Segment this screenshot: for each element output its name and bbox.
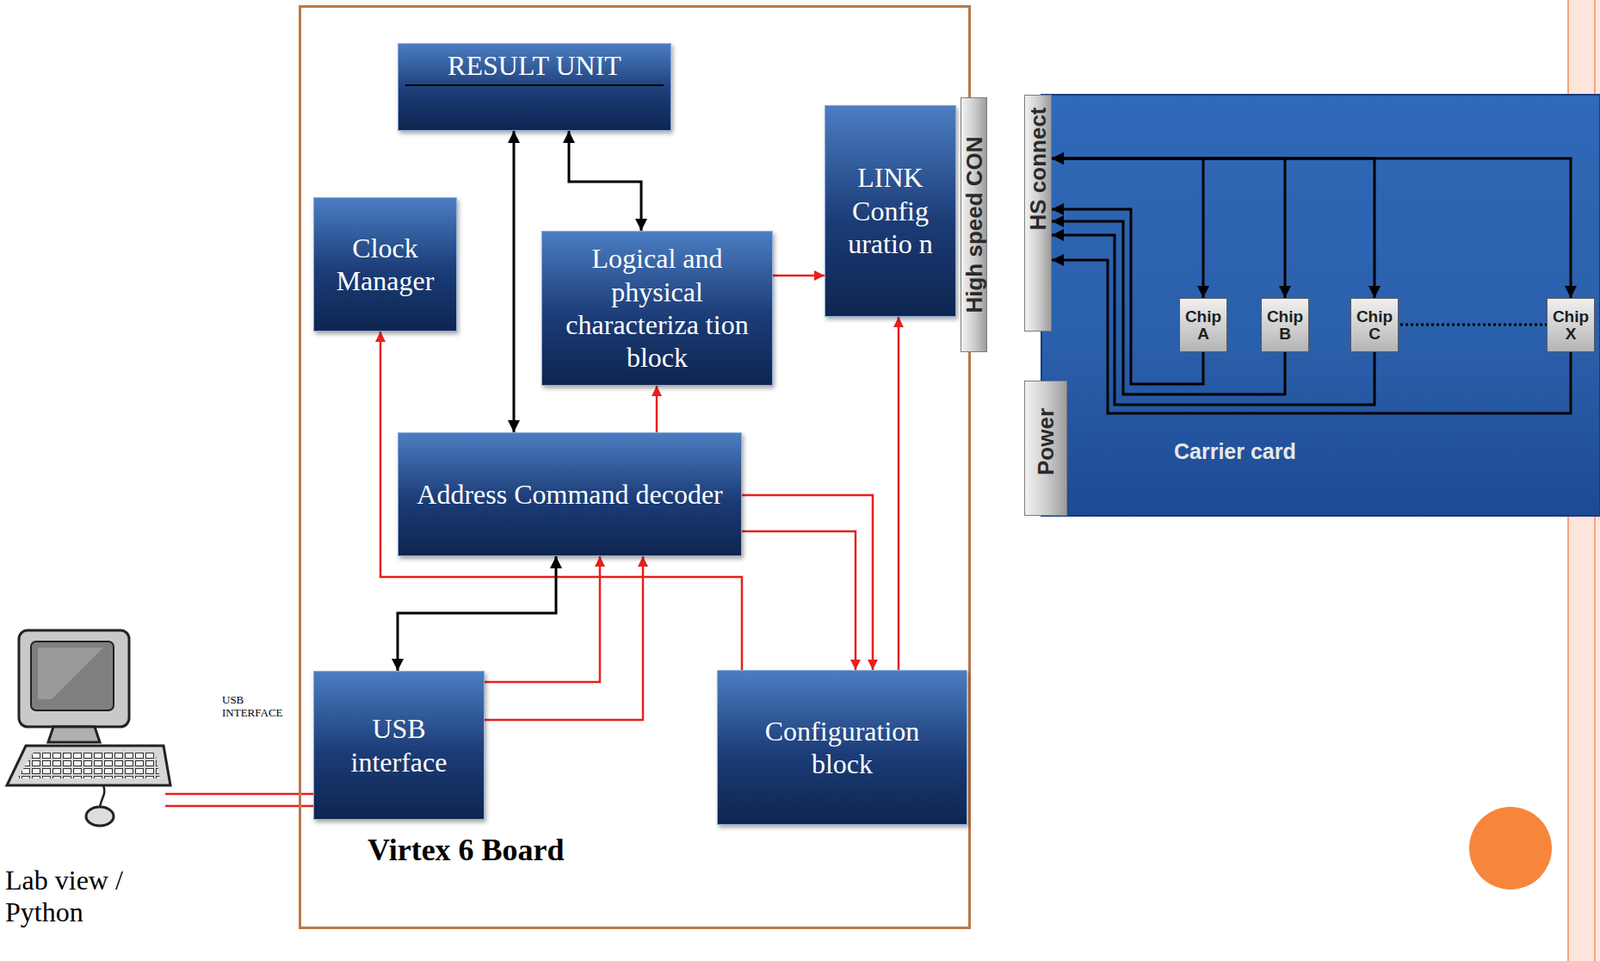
computer-icon (6, 630, 171, 826)
usb-cable (165, 804, 314, 808)
connector-bar: High speed CON (960, 97, 988, 353)
fpga-board: Virtex 6 Board RESULT UNIT Clock Manager Lo… (298, 5, 971, 929)
node-label: USB interface (334, 711, 464, 779)
node-label: Configuration block (743, 714, 942, 781)
orange-dot (1469, 806, 1552, 890)
data-arrow (1051, 259, 1571, 414)
node-label: HS connect (1025, 106, 1052, 230)
control-arrow (741, 531, 856, 670)
process-box: Logical and physical characteriza tion b… (541, 230, 773, 386)
data-arrow (1051, 221, 1285, 395)
chip-box: Chip B (1260, 297, 1310, 353)
process-box: Configuration block (716, 669, 968, 825)
software-label: Lab view / Python (5, 864, 156, 928)
power-bar: Power (1024, 380, 1068, 516)
control-arrow (741, 494, 873, 670)
connector-bar: HS connect (1024, 94, 1052, 332)
chip-ellipsis-line (1400, 323, 1547, 327)
usb-cable (165, 792, 314, 796)
process-box: LINK Config uratio n (824, 105, 957, 317)
carrier-card: Carrier card Chip A Chip B Chip C Chip X (1041, 94, 1600, 516)
data-arrow (1051, 158, 1375, 298)
process-box: USB interface (313, 670, 485, 820)
data-arrow (1051, 158, 1285, 298)
control-arrow (897, 316, 901, 670)
chip-box: Chip A (1179, 297, 1228, 353)
node-label: Chip B (1263, 308, 1307, 343)
control-arrow (484, 555, 643, 720)
title-rule (405, 84, 664, 87)
process-box: Address Command decoder (397, 432, 742, 556)
control-arrow (772, 274, 825, 278)
control-arrow (655, 385, 659, 433)
data-arrow (1051, 158, 1204, 298)
node-label: LINK Config uratio n (832, 160, 949, 260)
node-label: Clock Manager (321, 231, 450, 298)
node-label: Address Command decoder (416, 477, 723, 511)
data-arrow (512, 130, 516, 433)
node-label: Logical and physical characteriza tion b… (549, 241, 766, 375)
process-box: RESULT UNIT (397, 43, 672, 131)
board-title: Virtex 6 Board (367, 831, 565, 868)
node-label: High speed CON (960, 135, 988, 313)
control-arrow (484, 555, 600, 682)
card-title: Carrier card (1173, 438, 1297, 464)
data-arrow (568, 130, 642, 231)
interface-label: USB INTERFACE (222, 693, 295, 720)
data-arrow (397, 555, 556, 671)
process-box: Clock Manager (313, 197, 458, 332)
node-label: RESULT UNIT (447, 49, 622, 82)
node-label: Chip C (1352, 308, 1397, 343)
carrier-card-fill (1041, 94, 1600, 516)
node-label: Chip X (1549, 308, 1593, 343)
node-label: Power (1032, 407, 1060, 476)
node-label: Chip A (1181, 308, 1225, 343)
chip-box: Chip C (1350, 297, 1399, 353)
chip-box: Chip X (1546, 297, 1595, 353)
data-arrow (1051, 158, 1571, 298)
